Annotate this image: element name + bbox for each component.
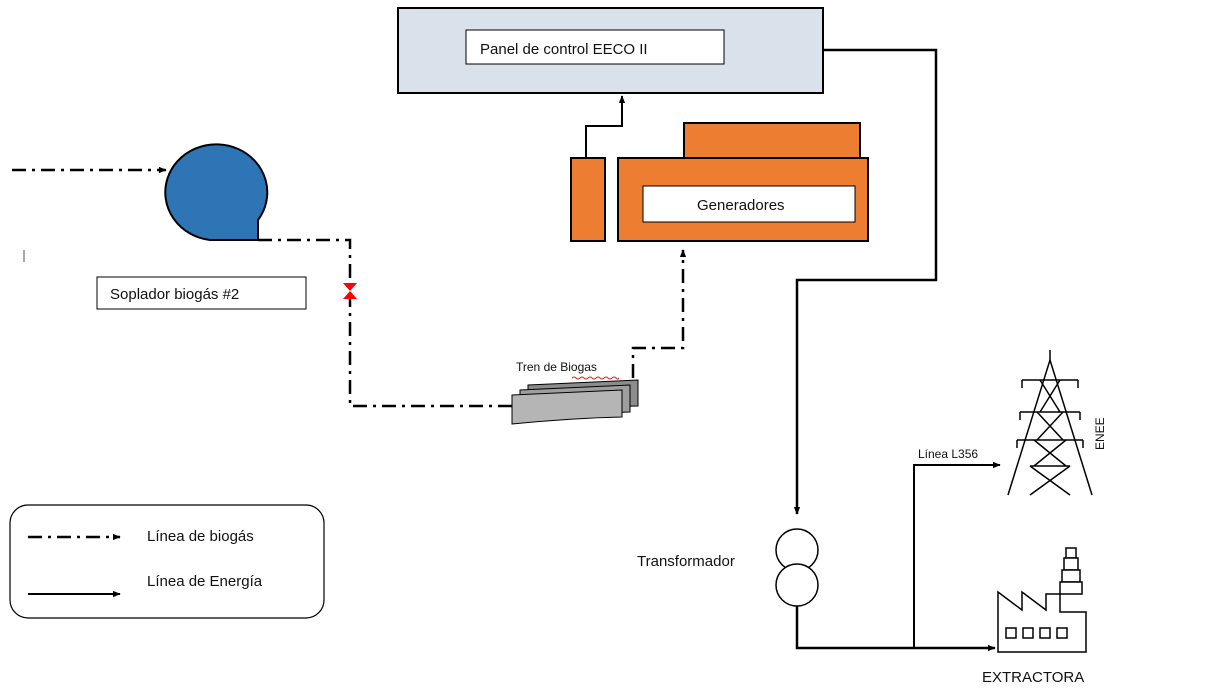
blower-label-box: Soplador biogás #2	[96, 276, 307, 310]
legend-energy-label: Línea de Energía	[147, 573, 263, 590]
valve-icon	[343, 283, 357, 299]
blower-label: Soplador biogás #2	[110, 286, 239, 303]
generators-unit: Generadores	[570, 122, 869, 242]
transformer-label: Transformador	[637, 553, 735, 570]
biogas-line-to-train	[258, 238, 512, 408]
grid-line-label: Línea L356	[918, 447, 978, 461]
blower	[164, 143, 269, 241]
legend: Línea de biogás Línea de Energía	[9, 504, 325, 619]
panel-label: Panel de control EECO II	[480, 41, 648, 58]
transformer-icon	[775, 528, 819, 607]
energy-line-to-panel	[585, 95, 626, 158]
energy-line-to-extractora	[795, 606, 996, 652]
generators-label: Generadores	[697, 197, 785, 214]
biogas-line-to-generators	[631, 249, 687, 378]
spellcheck-underline	[571, 376, 620, 380]
energy-line-to-enee	[913, 461, 1001, 648]
extractora-label: EXTRACTORA	[982, 669, 1084, 686]
energy-line-to-transformer	[793, 48, 938, 515]
transmission-tower-icon	[1007, 350, 1093, 496]
legend-biogas-label: Línea de biogás	[147, 528, 254, 545]
biogas-train-icon	[511, 379, 639, 425]
factory-icon	[997, 547, 1087, 653]
enee-label: ENEE	[1093, 417, 1107, 450]
biogas-train-label: Tren de Biogas	[516, 360, 597, 374]
control-panel: Panel de control EECO II	[397, 7, 824, 94]
